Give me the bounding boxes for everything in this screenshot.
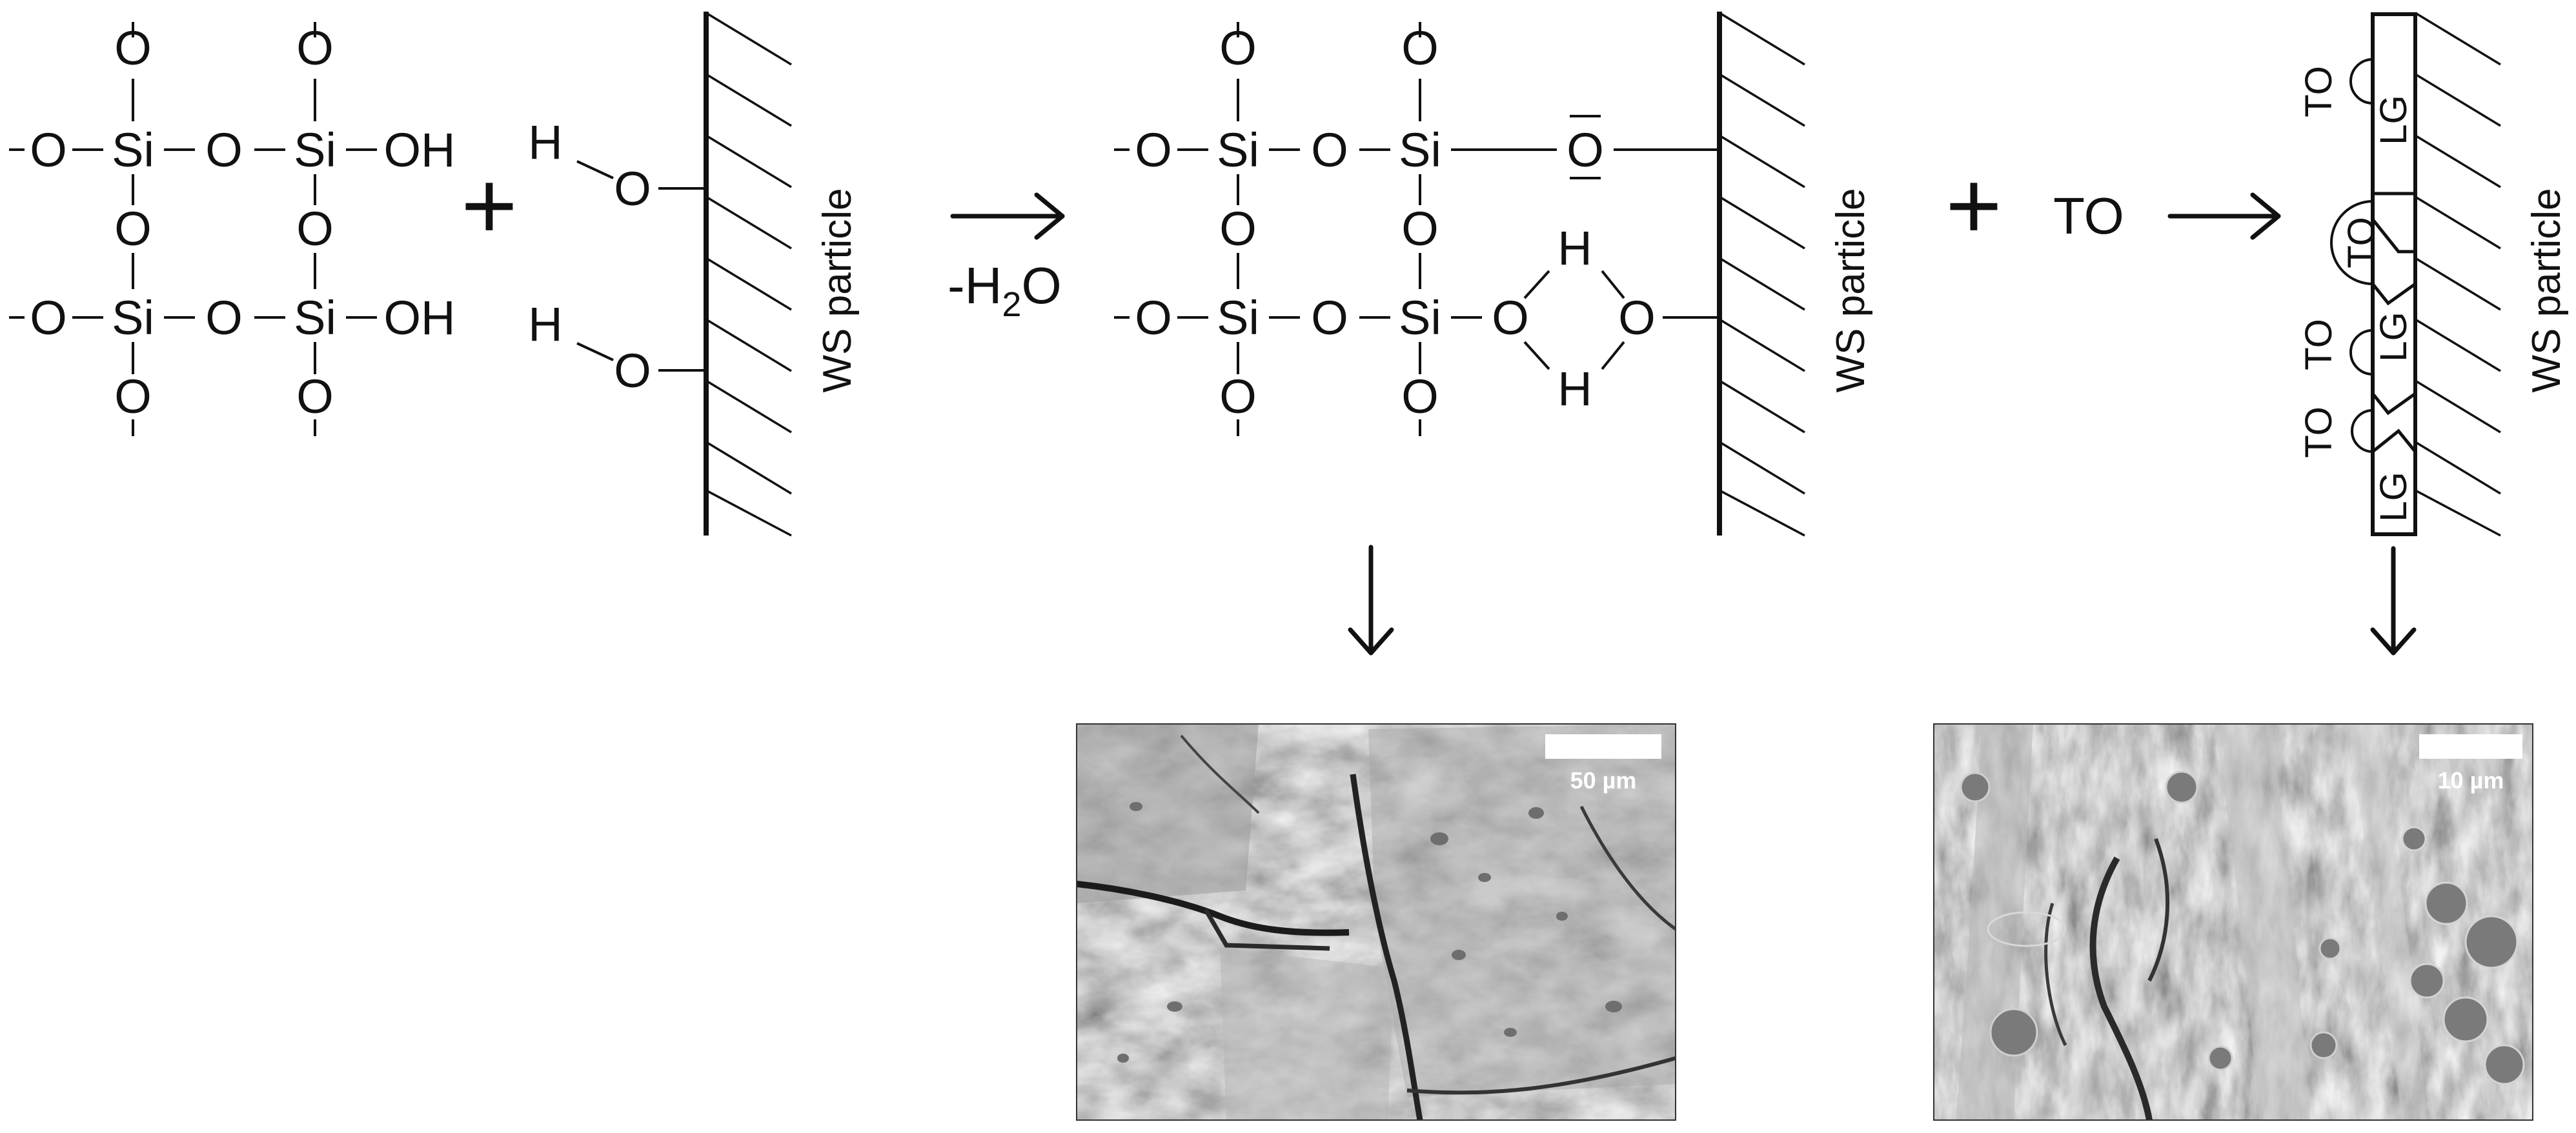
atom-o: O	[296, 370, 334, 423]
atom-o: O	[296, 202, 334, 256]
atom-o-anion: O	[1567, 123, 1604, 177]
atom-oh: OH	[384, 291, 456, 345]
ws-particle-surface-2: WS particle	[1717, 12, 1873, 537]
atom-si: Si	[1217, 123, 1259, 177]
atom-si: Si	[1217, 291, 1259, 345]
atom-h: H	[1557, 221, 1592, 275]
tall-oil-label: TO	[2298, 66, 2340, 117]
down-arrow-1	[1348, 545, 1394, 656]
atom-o: O	[30, 123, 67, 177]
atom-o: O	[614, 344, 651, 397]
condensation-label: -H2O	[948, 257, 1062, 324]
scale-bar	[1545, 734, 1661, 759]
atom-o: O	[1618, 291, 1656, 345]
silica-network-bonded: O O O Si O Si O O O O Si O Si O O O O H …	[1114, 21, 1717, 436]
atom-o: O	[1401, 370, 1439, 423]
atom-o: O	[205, 291, 243, 345]
atom-o: O	[1219, 21, 1257, 75]
atom-o: O	[1219, 370, 1257, 423]
atom-oh: OH	[384, 123, 456, 177]
down-arrow-2	[2370, 546, 2417, 656]
atom-o: O	[114, 202, 152, 256]
atom-o: O	[1135, 123, 1172, 177]
ws-particle-label: WS particle	[815, 188, 860, 393]
lignin-label: LG	[2373, 312, 2415, 361]
atom-si: Si	[294, 123, 336, 177]
ws-particle-surface-1: H O H O WS particle	[528, 12, 860, 537]
atom-si: Si	[294, 291, 336, 345]
coated-ws-particle: TO TO TO TO LG LG LG WS particle	[2298, 12, 2569, 537]
scale-bar-label: 50 µm	[1570, 767, 1637, 794]
atom-o: O	[1311, 123, 1348, 177]
atom-o: O	[1311, 291, 1348, 345]
scale-bar	[2419, 734, 2522, 759]
atom-h: H	[528, 297, 562, 351]
lignin-label: LG	[2373, 472, 2415, 521]
tall-oil-label: TO	[2298, 406, 2340, 458]
ws-particle-label: WS particle	[2524, 188, 2569, 393]
plus-sign: +	[461, 151, 518, 259]
atom-o: O	[1135, 291, 1172, 345]
atom-si: Si	[112, 291, 154, 345]
atom-o: O	[1401, 202, 1439, 256]
tall-oil-arrow	[2167, 192, 2281, 240]
tall-oil-label: TO	[2340, 217, 2382, 268]
sem-micrograph-1: 50 µm	[1076, 723, 1676, 1121]
tall-oil-label: TO	[2053, 187, 2124, 245]
atom-o: O	[1492, 291, 1529, 345]
scale-bar-label: 10 µm	[2438, 767, 2504, 794]
plus-sign: +	[1945, 151, 2002, 259]
atom-o: O	[1219, 202, 1257, 256]
atom-o: O	[205, 123, 243, 177]
ws-particle-label: WS particle	[1829, 188, 1873, 393]
sem-micrograph-2: 10 µm	[1933, 723, 2533, 1121]
lignin-coating	[2371, 12, 2417, 536]
atom-o: O	[114, 21, 152, 75]
atom-o: O	[296, 21, 334, 75]
atom-si: Si	[1399, 123, 1441, 177]
atom-o: O	[1401, 21, 1439, 75]
silica-network-left: O O O Si O Si OH O O O Si O Si OH O O	[9, 21, 456, 436]
atom-si: Si	[1399, 291, 1441, 345]
atom-si: Si	[112, 123, 154, 177]
atom-o: O	[30, 291, 67, 345]
tall-oil-label: TO	[2298, 319, 2340, 370]
lignin-label: LG	[2373, 95, 2415, 145]
condensation-arrow: -H2O	[948, 192, 1065, 324]
atom-h: H	[1557, 362, 1592, 416]
atom-o: O	[114, 370, 152, 423]
atom-h: H	[528, 115, 562, 169]
atom-o: O	[614, 162, 651, 216]
